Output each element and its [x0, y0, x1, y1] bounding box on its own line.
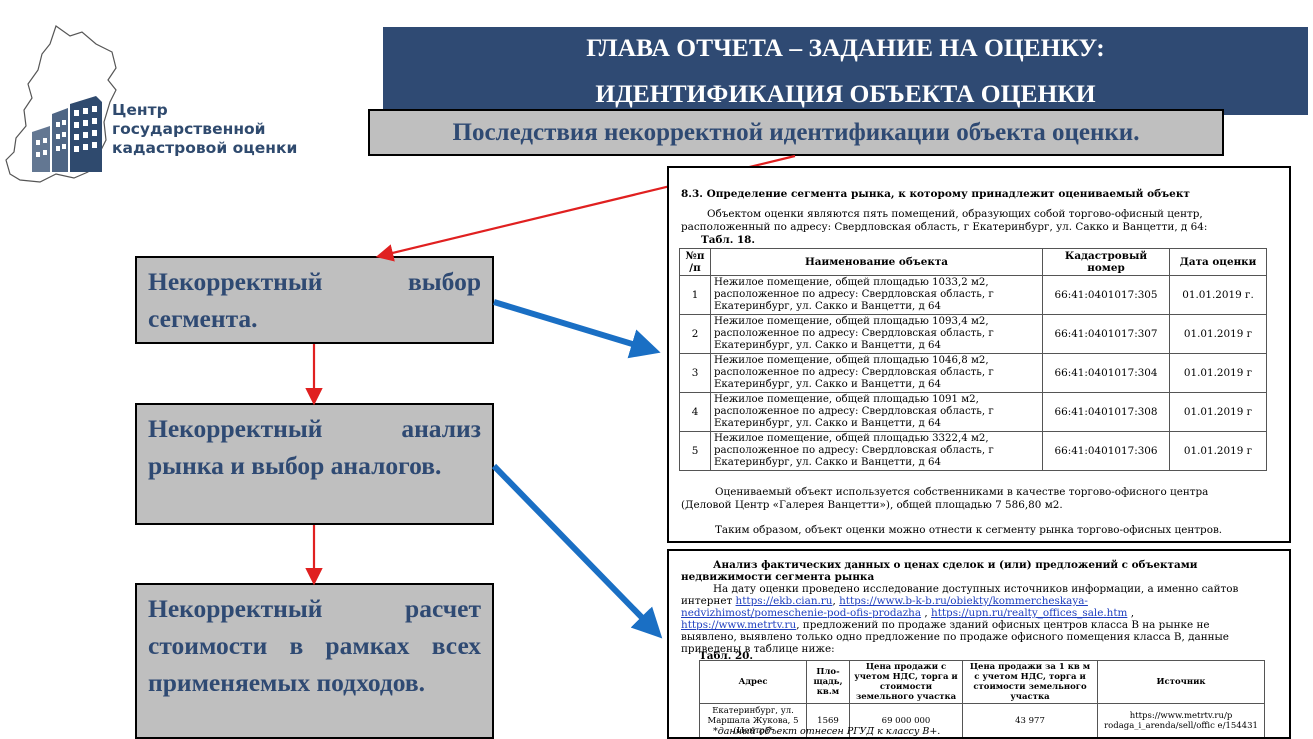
report-excerpt-segment: 8.3. Определение сегмента рынка, к котор…: [667, 166, 1291, 543]
chapter-header: ГЛАВА ОТЧЕТА – ЗАДАНИЕ НА ОЦЕНКУ: ИДЕНТИ…: [383, 27, 1308, 115]
report-excerpt-analogs: Анализ фактических данных о ценах сделок…: [667, 549, 1291, 739]
table-row: 4 Нежилое помещение, общей площадью 1091…: [679, 392, 1267, 432]
region-map-logo-icon: [5, 25, 117, 183]
table-row: 1 Нежилое помещение, общей площадью 1033…: [679, 275, 1267, 315]
doc2-heading-line-1: Анализ фактических данных о ценах сделок…: [713, 559, 1198, 571]
table-row: 5 Нежилое помещение, общей площадью 3322…: [679, 431, 1267, 471]
cell-date: 01.01.2019 г: [1169, 314, 1267, 354]
cell-name: Нежилое помещение, общей площадью 1046,8…: [710, 353, 1043, 393]
consequence-box-analysis: Некорректный анализ рынка и выбор аналог…: [135, 403, 494, 525]
logo-line-1: Центр: [112, 101, 168, 119]
cell-num: 3: [679, 353, 711, 393]
cell-cadastral: 66:41:0401017:307: [1042, 314, 1170, 354]
slide-subtitle: Последствия некорректной идентификации о…: [368, 109, 1224, 156]
cell-date: 01.01.2019 г: [1169, 353, 1267, 393]
arrow-box2-to-doc2: [491, 463, 663, 639]
chapter-title-line-2: ИДЕНТИФИКАЦИЯ ОБЪЕКТА ОЦЕНКИ: [595, 79, 1096, 108]
arrow-box1-to-doc1: [493, 299, 661, 359]
cell-name: Нежилое помещение, общей площадью 1093,4…: [710, 314, 1043, 354]
col-header-name: Наименование объекта: [710, 248, 1043, 276]
link-bkb-cont[interactable]: nedvizhimost/pomeschenie-pod-ofis-prodaz…: [681, 607, 922, 619]
col-header-price-m2: Цена продажи за 1 кв м с учетом НДС, тор…: [962, 660, 1098, 704]
table-row: 2 Нежилое помещение, общей площадью 1093…: [679, 314, 1267, 354]
doc1-para2-line-1: Оцениваемый объект используется собствен…: [715, 486, 1209, 498]
cell-price: 69 000 000: [849, 703, 963, 737]
cell-cadastral: 66:41:0401017:308: [1042, 392, 1170, 432]
table-row: 3 Нежилое помещение, общей площадью 1046…: [679, 353, 1267, 393]
cell-name: Нежилое помещение, общей площадью 1091 м…: [710, 392, 1043, 432]
doc1-intro-line-1: Объектом оценки являются пять помещений,…: [707, 208, 1203, 220]
logo-line-3: кадастровой оценки: [112, 139, 298, 157]
doc2-p4: https://www.metrtv.ru, предложений по пр…: [681, 619, 1210, 631]
doc2-p5: выявлено, выявлено только одно предложен…: [681, 631, 1229, 643]
cell-name: Нежилое помещение, общей площадью 3322,4…: [710, 431, 1043, 471]
doc2-table: Адрес Пло- щадь, кв.м Цена продажи с уче…: [699, 660, 1265, 737]
col-header-source: Источник: [1097, 660, 1265, 704]
cell-num: 2: [679, 314, 711, 354]
cell-num: 1: [679, 275, 711, 315]
col-header-address: Адрес: [699, 660, 807, 704]
col-header-date: Дата оценки: [1169, 248, 1267, 276]
cell-cadastral: 66:41:0401017:304: [1042, 353, 1170, 393]
doc2-p3: nedvizhimost/pomeschenie-pod-ofis-prodaz…: [681, 607, 1135, 619]
logo-line-2: государственной: [112, 120, 266, 138]
logo-text: Центр государственной кадастровой оценки: [112, 101, 297, 158]
col-header-area: Пло- щадь, кв.м: [806, 660, 850, 704]
link-metrtv[interactable]: https://www.metrtv.ru: [681, 619, 797, 631]
col-header-cadastral: Кадастровый номер: [1042, 248, 1170, 276]
cell-date: 01.01.2019 г.: [1169, 275, 1267, 315]
doc1-intro-line-2: расположенный по адресу: Свердловская об…: [681, 221, 1208, 233]
doc2-p1: На дату оценки проведено исследование до…: [713, 583, 1239, 595]
cell-area: 1569: [806, 703, 850, 737]
cell-date: 01.01.2019 г: [1169, 431, 1267, 471]
doc1-para3: Таким образом, объект оценки можно отнес…: [715, 524, 1223, 536]
cell-num: 4: [679, 392, 711, 432]
cell-cadastral: 66:41:0401017:306: [1042, 431, 1170, 471]
table-row: Екатеринбург, ул. Маршала Жукова, 5 (Цен…: [699, 703, 1265, 737]
doc1-table-caption: Табл. 18.: [701, 234, 756, 246]
link-upn[interactable]: https://upn.ru/realty_offices_sale.htm: [931, 607, 1128, 619]
cell-date: 01.01.2019 г: [1169, 392, 1267, 432]
cell-num: 5: [679, 431, 711, 471]
doc2-p6: приведены в таблице ниже:: [681, 643, 835, 655]
doc2-footnote: *данный объект отнесен РГУД к классу В+.: [713, 726, 941, 737]
doc1-table: №п /п Наименование объекта Кадастровый н…: [679, 248, 1267, 471]
cell-name: Нежилое помещение, общей площадью 1033,2…: [710, 275, 1043, 315]
doc1-para2-line-2: (Деловой Центр «Галерея Ванцетти»), обще…: [681, 499, 1063, 511]
doc2-heading-line-2: недвижимости сегмента рынка: [681, 571, 875, 583]
col-header-price: Цена продажи с учетом НДС, торга и стоим…: [849, 660, 963, 704]
col-header-num: №п /п: [679, 248, 711, 276]
cell-price-m2: 43 977: [962, 703, 1098, 737]
doc2-table-caption: Табл. 20.: [699, 650, 754, 662]
link-cian[interactable]: https://ekb.cian.ru: [735, 595, 833, 607]
doc2-p2: интернет https://ekb.cian.ru, https://ww…: [681, 595, 1088, 607]
link-bkb[interactable]: https://www.b-k-b.ru/obiekty/kommerchesk…: [839, 595, 1088, 607]
cell-cadastral: 66:41:0401017:305: [1042, 275, 1170, 315]
doc1-heading: 8.3. Определение сегмента рынка, к котор…: [681, 188, 1190, 200]
consequence-box-valuation: Некорректный расчет стоимости в рамках в…: [135, 583, 494, 739]
cell-source: https://www.metrtv.ru/p rodaga_i_arenda/…: [1097, 703, 1265, 737]
chapter-title-line-1: ГЛАВА ОТЧЕТА – ЗАДАНИЕ НА ОЦЕНКУ:: [586, 33, 1105, 62]
cell-address: Екатеринбург, ул. Маршала Жукова, 5 (Цен…: [699, 703, 807, 737]
consequence-box-segment: Некорректный выбор сегмента.: [135, 256, 494, 344]
table-header-row: №п /п Наименование объекта Кадастровый н…: [679, 248, 1267, 276]
table-header-row: Адрес Пло- щадь, кв.м Цена продажи с уче…: [699, 660, 1265, 704]
